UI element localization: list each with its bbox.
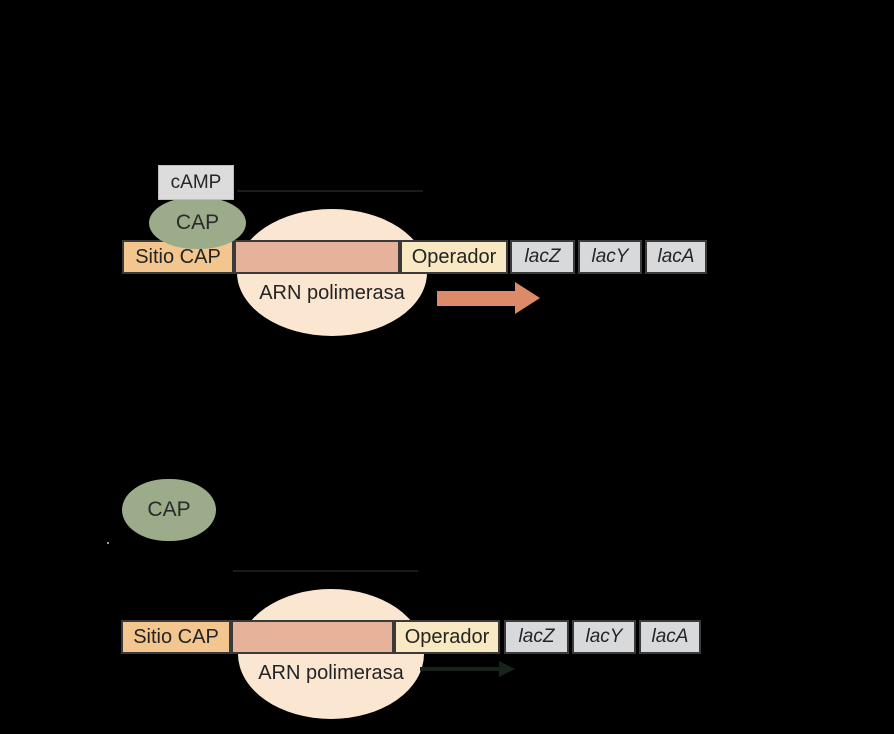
strong-transcription-arrowhead-icon [515,282,540,314]
cap-label: CAP [175,211,220,234]
cap-site-label: Sitio CAP [135,245,221,268]
camp-label: cAMP [170,171,222,193]
lacy-label: lacY [591,246,629,267]
gene-box-lacy-top: lacY [578,240,642,274]
operator-label: Operador [404,625,490,648]
gene-box-laca-bottom: lacA [639,620,701,654]
operator-label: Operador [411,245,497,268]
gene-box-lacz-bottom: lacZ [504,620,569,654]
lacy-label: lacY [585,626,623,647]
gene-box-lacz-top: lacZ [510,240,575,274]
rna-polymerase-blob-bottom [238,589,424,719]
promoter-bracket-line-top [237,190,423,192]
cap-site-label: Sitio CAP [133,625,219,648]
operator-box-bottom: Operador [394,620,500,654]
weak-transcription-arrow [420,667,500,671]
promoter-bracket-line-bottom [233,570,418,572]
cap-site-box-bottom: Sitio CAP [121,620,231,654]
rna-polymerase-label-top: ARN polimerasa [259,282,405,304]
rna-polymerase-label-bottom: ARN polimerasa [258,662,404,684]
operator-box-top: Operador [400,240,508,274]
cap-protein-bound: CAP [149,197,246,249]
speck-artifact [107,542,109,544]
laca-label: lacA [657,246,695,267]
promoter-box-top [234,240,400,274]
cap-label: CAP [147,498,191,521]
lacz-label: lacZ [518,626,555,647]
promoter-box-bottom [231,620,394,654]
lacz-label: lacZ [524,246,561,267]
gene-box-lacy-bottom: lacY [572,620,636,654]
gene-box-laca-top: lacA [645,240,707,274]
camp-molecule-box: cAMP [158,165,234,200]
weak-transcription-arrowhead-icon [499,661,515,677]
laca-label: lacA [651,626,689,647]
cap-protein-free: CAP [122,479,216,541]
strong-transcription-arrow [437,291,515,306]
